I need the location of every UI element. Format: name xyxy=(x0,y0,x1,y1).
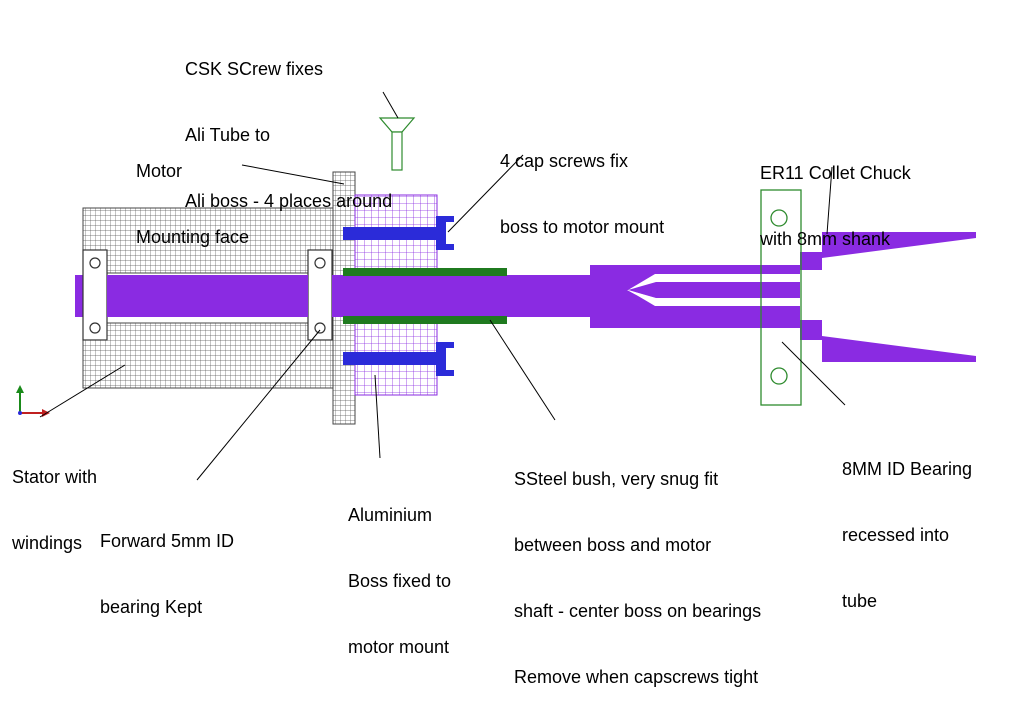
label-line: windings xyxy=(12,533,83,553)
cap-screw-lower xyxy=(343,342,454,376)
label-line: recessed into xyxy=(842,525,950,545)
label-csk-screw: CSK SCrew fixes Ali Tube to Ali boss - 4… xyxy=(185,14,392,234)
axis-triad-icon xyxy=(16,385,50,417)
label-line: tube xyxy=(842,591,878,611)
label-line: Aluminium xyxy=(348,505,433,525)
leader-forward-bearing xyxy=(196,329,321,481)
cap-screw-upper xyxy=(343,216,454,250)
shaft-face-section xyxy=(332,275,343,317)
label-line: 8MM ID Bearing xyxy=(842,459,973,479)
csk-screw xyxy=(378,117,416,171)
label-line: ER11 Collet Chuck xyxy=(760,163,911,183)
label-line: motor mount xyxy=(348,637,450,657)
label-line: bearing Kept xyxy=(100,597,203,617)
label-forward-bearing: Forward 5mm ID bearing Kept xyxy=(100,486,234,640)
label-line: 4 cap screws fix xyxy=(500,151,629,171)
label-motor-face: Motor Mounting face xyxy=(136,116,249,270)
ssteel-bush xyxy=(343,268,507,324)
label-line: Ali boss - 4 places around xyxy=(185,191,393,211)
label-ssteel-bush: SSteel bush, very snug fit between boss … xyxy=(514,424,761,710)
label-line: Remove when capscrews tight xyxy=(514,667,759,687)
leader-csk xyxy=(382,91,399,119)
bearing-8mm xyxy=(760,189,802,406)
label-line: between boss and motor xyxy=(514,535,712,555)
label-line: SSteel bush, very snug fit xyxy=(514,469,719,489)
label-line: Mounting face xyxy=(136,227,250,247)
label-line: Stator with xyxy=(12,467,98,487)
label-line: Ali Tube to xyxy=(185,125,271,145)
leader-bearing-8mm xyxy=(781,341,846,406)
label-er11: ER11 Collet Chuck with 8mm shank xyxy=(760,118,911,272)
label-line: boss to motor mount xyxy=(500,217,665,237)
forward-bearing xyxy=(307,249,333,341)
leader-aluminium-boss xyxy=(374,374,381,459)
label-line: Motor xyxy=(136,161,183,181)
leader-motor-face xyxy=(241,164,345,185)
label-line: shaft - center boss on bearings xyxy=(514,601,762,621)
diagram-canvas xyxy=(16,91,976,481)
shaft-mid-section xyxy=(107,275,308,317)
leader-ssteel-bush xyxy=(489,319,556,421)
label-cap-screws: 4 cap screws fix boss to motor mount xyxy=(500,106,664,260)
stator xyxy=(82,207,334,389)
label-line: Forward 5mm ID xyxy=(100,531,235,551)
assembly-diagram: CSK SCrew fixes Ali Tube to Ali boss - 4… xyxy=(12,14,976,687)
label-line: CSK SCrew fixes xyxy=(185,59,324,79)
leader-er11 xyxy=(826,166,833,235)
label-aluminium-boss: Aluminium Boss fixed to motor mount xyxy=(348,460,451,680)
er11-collet-chuck xyxy=(800,232,976,362)
label-line: Boss fixed to xyxy=(348,571,452,591)
label-bearing-8mm: 8MM ID Bearing recessed into tube xyxy=(842,414,972,634)
label-stator: Stator with windings xyxy=(12,422,97,576)
label-line: with 8mm shank xyxy=(760,229,891,249)
leader-cap-screws xyxy=(447,154,524,233)
ali-tube xyxy=(590,265,800,328)
rear-bearing xyxy=(82,249,108,341)
leader-stator xyxy=(39,364,126,418)
leader-lines xyxy=(39,91,846,481)
